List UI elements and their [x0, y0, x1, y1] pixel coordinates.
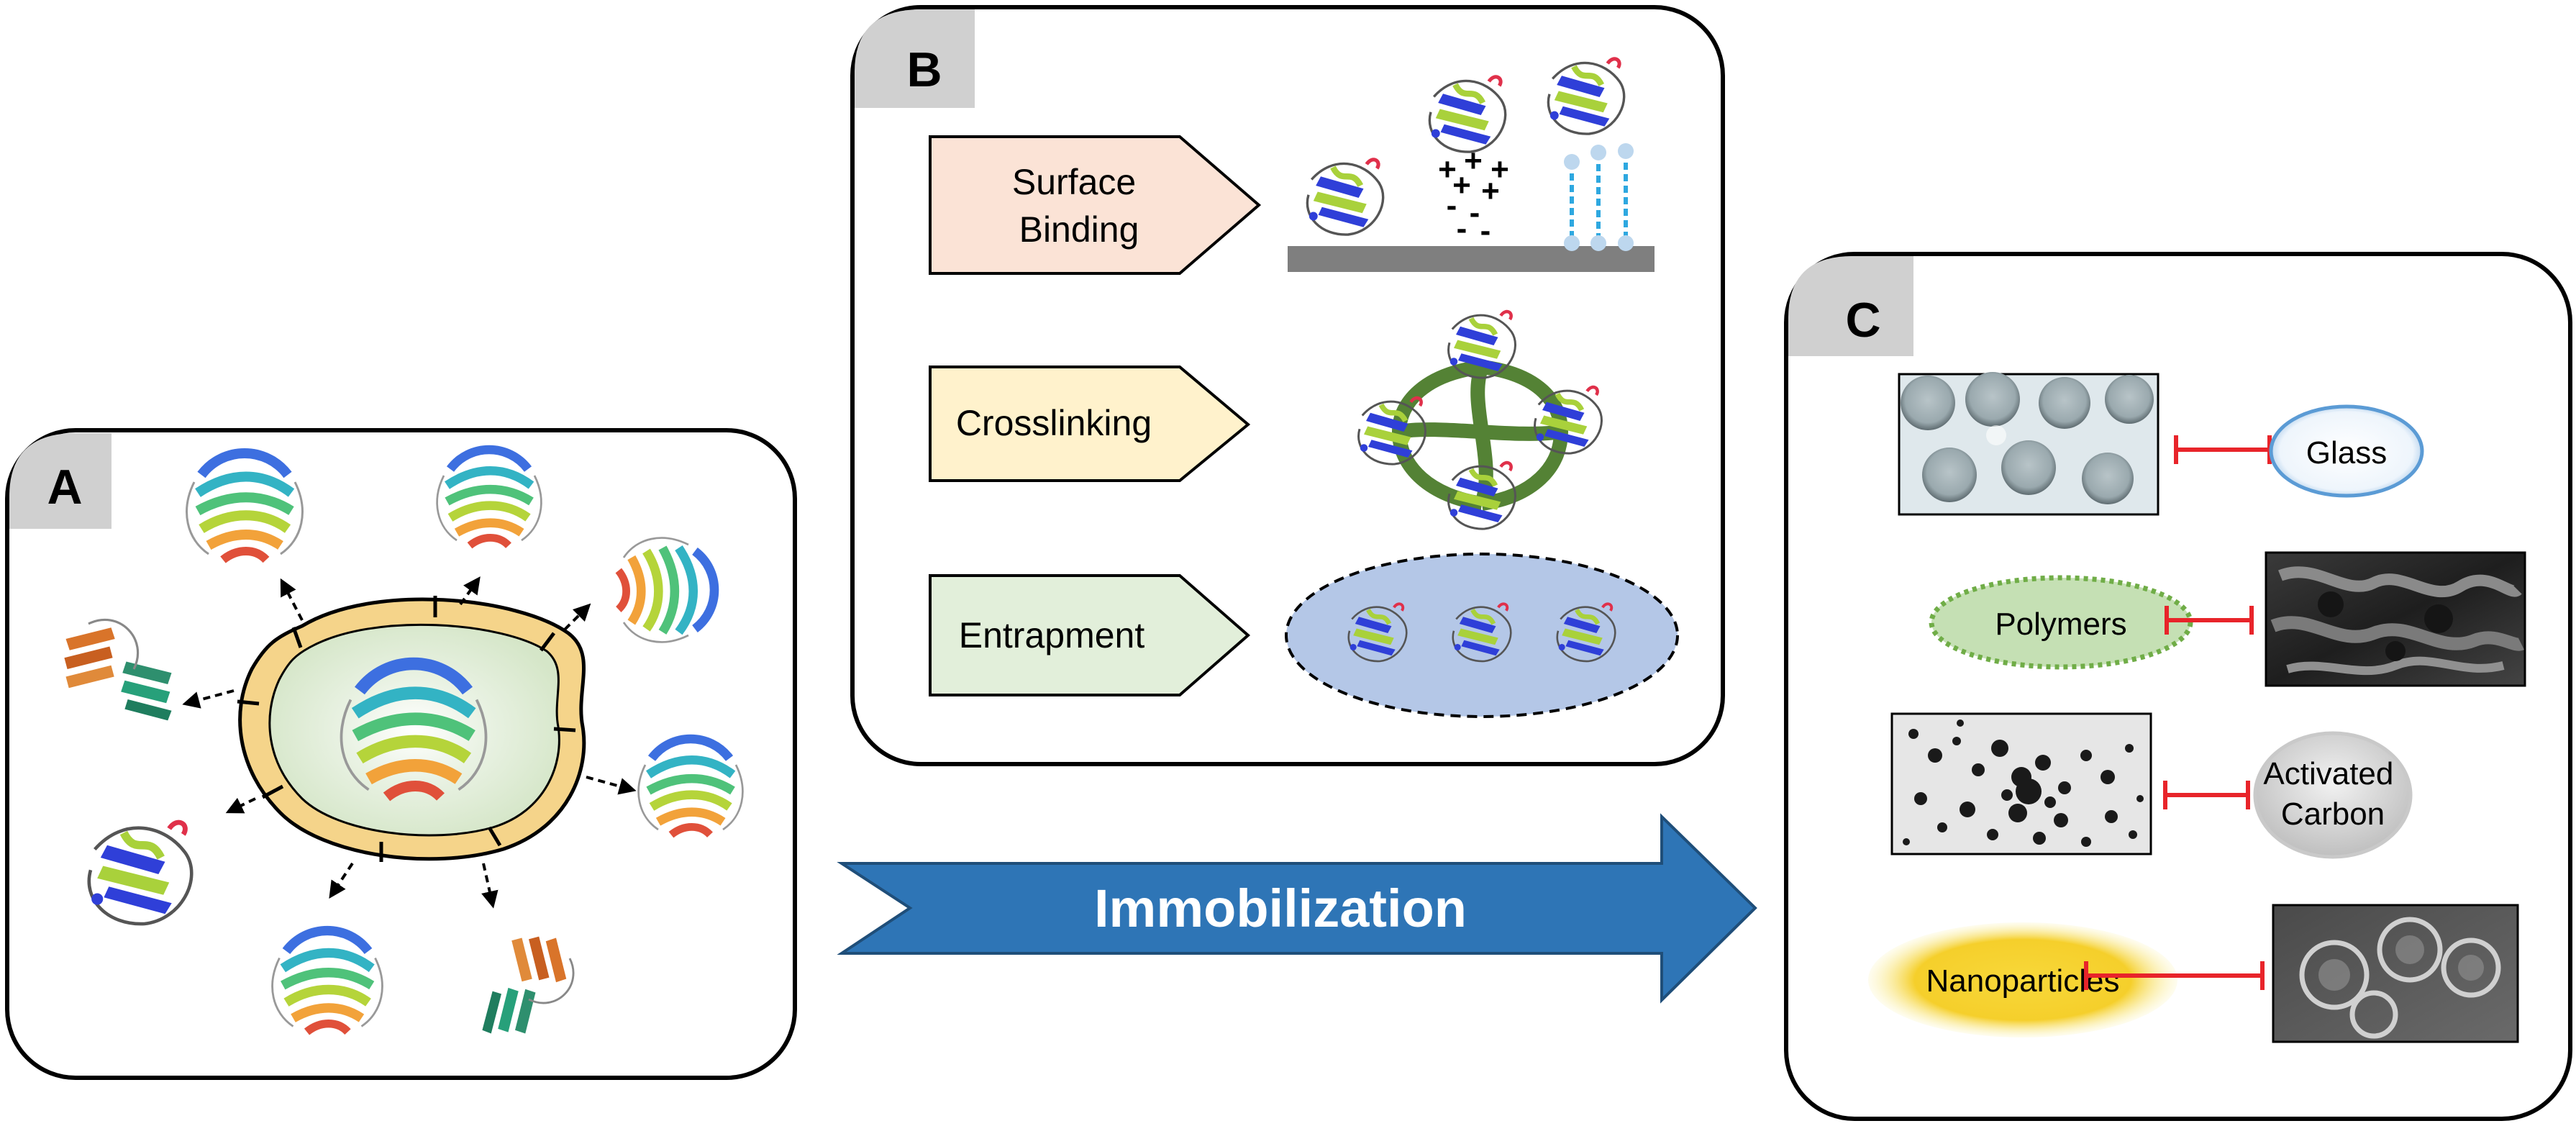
- polymers-connector: [2165, 606, 2254, 635]
- enzyme-ribbon-icon: [341, 650, 486, 804]
- panel-c-letter: C: [1845, 293, 1880, 348]
- plus-sign: +: [1438, 152, 1457, 187]
- crosslinking-illustration: [1359, 312, 1602, 529]
- method-crosslinking: Crosslinking: [929, 366, 1251, 482]
- minus-sign: -: [1480, 213, 1491, 248]
- method-entrapment: Entrapment: [929, 574, 1251, 696]
- method-surface-binding-line2: Binding: [1019, 209, 1139, 250]
- release-arrows: [182, 576, 637, 909]
- released-enzyme-2: [437, 440, 542, 550]
- material-glass: Glass: [1898, 372, 2424, 516]
- panel-b-letter: B: [906, 42, 942, 97]
- panel-b: B Surface Binding Crosslinking Entrapmen…: [850, 5, 1725, 766]
- nanoparticle-texture-icon: [2272, 904, 2519, 1043]
- nanoparticles-connector: [2084, 961, 2265, 990]
- method-entrapment-shape: [929, 574, 1251, 696]
- carbon-label-line2: Carbon: [2281, 796, 2385, 832]
- minus-sign: -: [1447, 188, 1457, 223]
- polymers-label: Polymers: [1995, 607, 2126, 642]
- glass-oval: [2269, 404, 2424, 498]
- immobilization-arrow: Immobilization: [837, 813, 1757, 1004]
- method-surface-binding-line1: Surface: [1012, 162, 1136, 202]
- plus-sign: +: [1452, 168, 1471, 203]
- released-enzyme-7: [273, 920, 383, 1037]
- covalent-linkers: [1570, 151, 1628, 243]
- carbon-oval: [2253, 731, 2413, 859]
- carbon-connector: [2163, 781, 2250, 809]
- panel-a-tab: [9, 433, 111, 529]
- released-enzyme-5: [639, 730, 743, 840]
- released-enzyme-1: [187, 442, 303, 565]
- carbon-label-line1: Activated: [2263, 756, 2393, 791]
- panel-c: C Glass Pol: [1784, 252, 2572, 1121]
- nanoparticles-label: Nanoparticles: [1926, 963, 2119, 999]
- plus-sign: +: [1481, 173, 1500, 209]
- method-entrapment-label: Entrapment: [959, 615, 1145, 655]
- glass-label: Glass: [2306, 435, 2387, 471]
- method-surface-binding: Surface Binding: [929, 135, 1262, 275]
- glass-bead-icon: [1898, 372, 2159, 516]
- method-surface-binding-label: Surface Binding: [1012, 162, 1146, 250]
- minus-sign: -: [1457, 211, 1467, 246]
- method-surface-binding-shape: [929, 135, 1262, 275]
- charge-signs: + + + + + - - - -: [1438, 143, 1509, 248]
- material-polymers: Polymers: [1929, 551, 2526, 687]
- plus-sign: +: [1490, 152, 1509, 187]
- immobilization-arrow-shape: [837, 813, 1757, 1004]
- minus-sign: -: [1470, 195, 1480, 230]
- method-crosslinking-shape: [929, 366, 1251, 482]
- method-crosslinking-label: Crosslinking: [956, 403, 1152, 443]
- entrapment-illustration: [1285, 553, 1679, 718]
- immobilization-label: Immobilization: [1094, 878, 1467, 938]
- support-surface: [1288, 246, 1655, 272]
- polymer-texture-icon: [2265, 551, 2526, 687]
- panel-a: A: [5, 428, 797, 1080]
- linker-anchors: [1564, 143, 1634, 251]
- panel-c-tab: [1788, 256, 1913, 356]
- carbon-texture-icon: [1890, 712, 2152, 855]
- membrane-pores: [237, 596, 576, 862]
- material-activated-carbon: Activated Carbon: [1890, 712, 2413, 859]
- material-nanoparticles: Nanoparticles: [1868, 904, 2519, 1043]
- panel-b-tab: [855, 9, 975, 108]
- panel-a-letter: A: [47, 460, 82, 514]
- surface-binding-illustration: + + + + + - - - -: [1288, 59, 1655, 272]
- plus-sign: +: [1464, 143, 1483, 178]
- nanoparticles-glow: [1868, 922, 2177, 1038]
- carbon-label: Activated Carbon: [2263, 756, 2402, 832]
- released-enzyme-3: [614, 538, 724, 643]
